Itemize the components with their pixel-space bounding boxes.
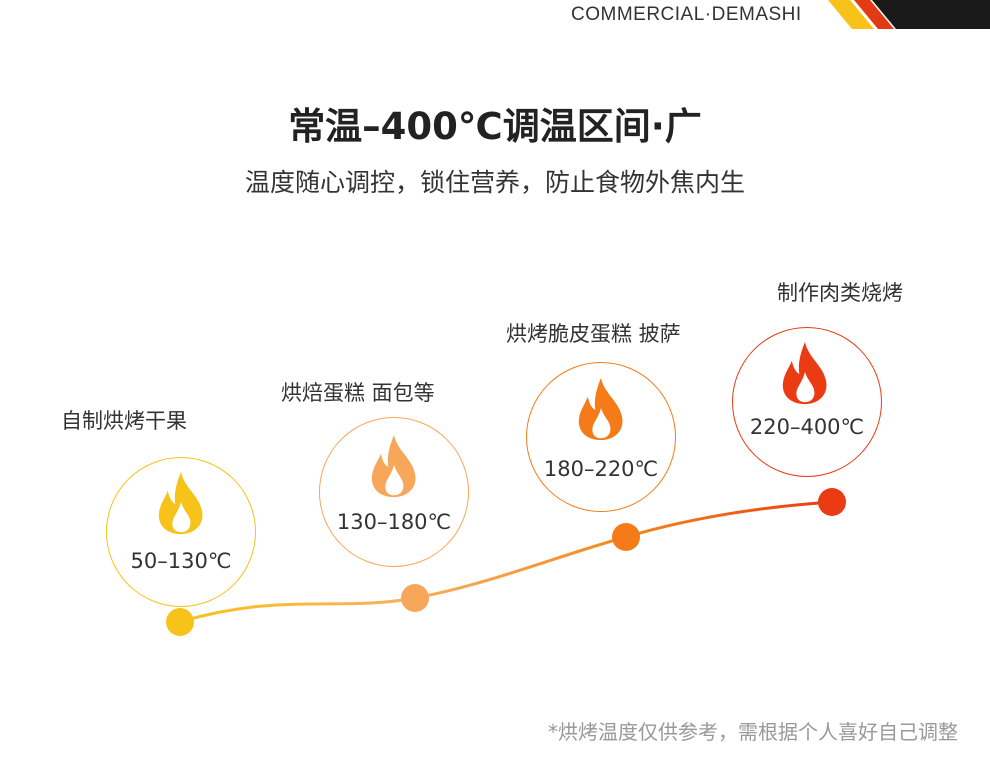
- flame-icon: [158, 471, 203, 535]
- stage-4-use: 制作肉类烧烤: [777, 281, 903, 305]
- stage-1-use: 自制烘烤干果: [61, 409, 187, 433]
- page-subtitle: 温度随心调控，锁住营养，防止食物外焦内生: [244, 168, 745, 197]
- stage-4-dot: [818, 488, 846, 516]
- page-title: 常温–400℃调温区间·广: [288, 105, 702, 148]
- flame-icon: [371, 434, 416, 498]
- brand-name: COMMERCIAL·DEMASHI: [571, 4, 802, 25]
- stage-2-dot: [401, 584, 429, 612]
- stage-1-dot: [166, 608, 194, 636]
- flame-icon: [782, 341, 827, 405]
- stage-4-temp: 220–400℃: [749, 415, 865, 439]
- stage-2-temp: 130–180℃: [336, 510, 452, 534]
- stage-2-use: 烘焙蛋糕 面包等: [281, 381, 435, 405]
- stage-1-temp: 50–130℃: [130, 549, 232, 573]
- footnote: *烘烤温度仅供参考，需根据个人喜好自己调整: [548, 720, 958, 744]
- brand-stripes: [828, 0, 990, 29]
- flame-icon: [578, 377, 623, 441]
- stage-3-dot: [612, 523, 640, 551]
- stage-3-use: 烘烤脆皮蛋糕 披萨: [506, 322, 681, 346]
- stage-3-temp: 180–220℃: [543, 457, 659, 481]
